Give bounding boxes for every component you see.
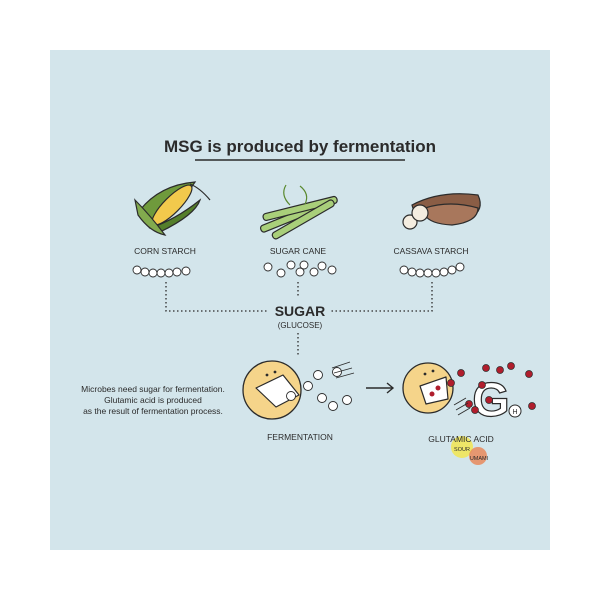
sour-taste-blob — [451, 436, 473, 458]
glutamic-label-suffix: ACID — [472, 434, 494, 444]
cassava-sugar-beads — [399, 262, 465, 278]
producing-microbe-icon — [402, 362, 454, 414]
source-label-corn-starch: CORN STARCH — [134, 246, 196, 256]
corn-icon — [134, 181, 211, 236]
glutamic-label-highlight: AMIC — [450, 434, 471, 444]
source-label-sugar-cane: SUGAR CANE — [270, 246, 327, 256]
glutamic-acid-label: GLUTAMIC ACID — [428, 434, 494, 444]
glucose-label: (GLUCOSE) — [278, 321, 323, 330]
cassava-icon — [402, 193, 481, 230]
umami-label: UMAMI — [470, 456, 489, 462]
glutamic-acid-molecules — [447, 362, 536, 414]
h-letter: H — [512, 409, 517, 416]
cane-sugar-beads — [263, 260, 337, 278]
explanation-line-3: as the result of fermentation process. — [83, 406, 223, 416]
corn-sugar-beads — [132, 265, 191, 278]
fermentation-label: FERMENTATION — [267, 432, 333, 442]
diagram-title: MSG is produced by fermentation — [164, 137, 436, 156]
glucose-molecules — [286, 367, 352, 411]
sugar-cane-icon — [259, 184, 338, 240]
dotted-connectors — [165, 282, 433, 356]
glutamic-molecule-g-icon: G H — [472, 373, 522, 428]
process-arrow-icon — [366, 382, 395, 394]
motion-lines — [331, 361, 355, 379]
sugar-label: SUGAR — [275, 303, 326, 319]
glutamic-label-prefix: GLUT — [428, 434, 450, 444]
microbe-icon — [242, 360, 302, 420]
umami-taste-blob — [469, 447, 487, 465]
source-label-cassava-starch: CASSAVA STARCH — [393, 246, 468, 256]
explanation-line-1: Microbes need sugar for fermentation. — [81, 384, 225, 394]
motion-lines-right — [453, 397, 471, 416]
diagram-panel — [50, 50, 550, 550]
sour-label: SOUR — [454, 447, 470, 453]
explanation-line-2: Glutamic acid is produced — [104, 395, 202, 405]
